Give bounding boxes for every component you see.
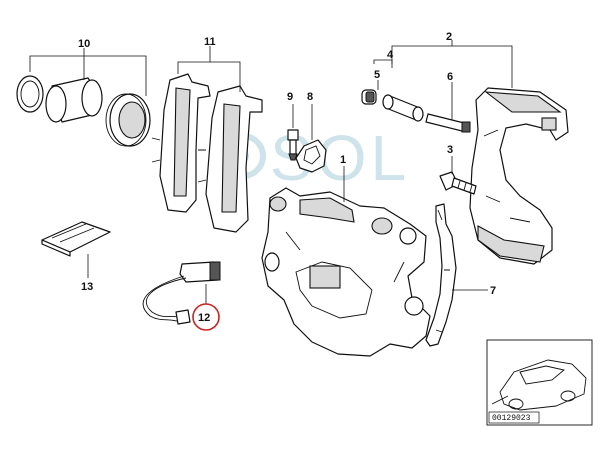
callout-8: 8 <box>307 91 313 103</box>
guide-pin-set-part <box>361 89 471 133</box>
grease-packet-part <box>41 221 111 278</box>
callout-6: 6 <box>447 71 453 83</box>
callout-12: 12 <box>198 312 210 324</box>
brake-wear-sensor-part <box>142 261 221 325</box>
callout-9: 9 <box>287 91 293 103</box>
reference-code: 00129023 <box>492 414 531 423</box>
bleeder-screw-part <box>287 104 299 161</box>
callout-5: 5 <box>374 69 380 81</box>
callout-7: 7 <box>490 285 496 297</box>
vehicle-thumbnail: 00129023 <box>486 339 593 426</box>
callout-2-leader <box>391 40 513 88</box>
caliper-carrier-part <box>469 87 569 265</box>
callout-1: 1 <box>340 154 346 166</box>
callout-4: 4 <box>387 49 394 61</box>
callout-11-leader <box>177 46 241 92</box>
caliper-housing-part <box>261 166 431 357</box>
highlight-ring <box>192 303 220 331</box>
anti-rattle-spring-part <box>425 203 488 347</box>
callout-10-leader <box>29 48 147 96</box>
callout-11: 11 <box>204 36 216 48</box>
guide-bolt-part <box>439 156 477 195</box>
piston-seal-kit-part <box>16 75 151 147</box>
callout-2: 2 <box>446 31 452 43</box>
brake-pad-set-part <box>151 73 263 233</box>
spring-clip-part <box>295 104 327 173</box>
callout-10: 10 <box>78 38 90 50</box>
callout-12-highlight: 12 <box>192 303 220 331</box>
callout-4-leader <box>373 58 393 68</box>
callout-3: 3 <box>447 144 453 156</box>
callout-13: 13 <box>81 281 93 293</box>
